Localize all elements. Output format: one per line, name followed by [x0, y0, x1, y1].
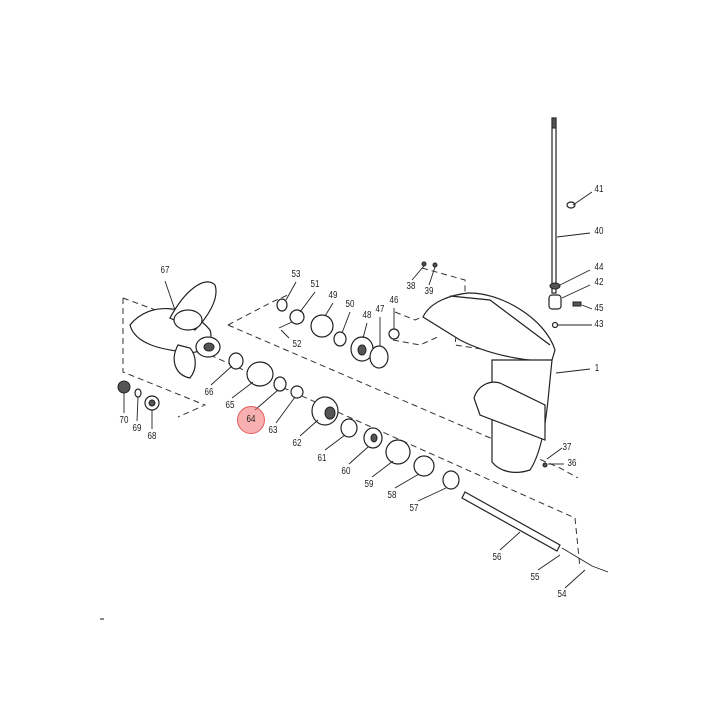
callout-part-36[interactable]: 36	[567, 458, 577, 469]
selected-part-highlight	[237, 406, 265, 434]
callout-part-49[interactable]: 49	[328, 290, 338, 301]
callout-part-59[interactable]: 59	[364, 479, 374, 490]
propshaft-components[interactable]	[228, 352, 460, 490]
callout-part-58[interactable]: 58	[387, 490, 397, 501]
callout-part-56[interactable]: 56	[492, 552, 502, 563]
stray-mark	[100, 618, 104, 620]
callout-part-68[interactable]: 68	[147, 431, 157, 442]
callout-part-54[interactable]: 54	[557, 589, 567, 600]
callout-part-41[interactable]: 41	[594, 184, 604, 195]
callout-part-43[interactable]: 43	[594, 319, 604, 330]
callout-part-38[interactable]: 38	[406, 281, 416, 292]
callout-part-69[interactable]: 69	[132, 423, 142, 434]
callout-part-64[interactable]: 64	[246, 414, 256, 425]
callout-part-45[interactable]: 45	[594, 303, 604, 314]
propeller-shaft[interactable]	[461, 491, 609, 573]
callout-part-67[interactable]: 67	[160, 265, 170, 276]
callout-part-40[interactable]: 40	[594, 226, 604, 237]
callout-part-37[interactable]: 37	[562, 442, 572, 453]
callout-part-44[interactable]: 44	[594, 262, 604, 273]
callout-part-66[interactable]: 66	[204, 387, 214, 398]
callout-part-50[interactable]: 50	[345, 299, 355, 310]
callout-part-51[interactable]: 51	[310, 279, 320, 290]
callout-part-53[interactable]: 53	[291, 269, 301, 280]
propeller-67[interactable]	[129, 281, 221, 379]
callout-part-62[interactable]: 62	[292, 438, 302, 449]
callout-part-70[interactable]: 70	[119, 415, 129, 426]
callout-part-52[interactable]: 52	[292, 339, 302, 350]
callout-part-42[interactable]: 42	[594, 277, 604, 288]
callout-part-39[interactable]: 39	[424, 286, 434, 297]
callout-part-63[interactable]: 63	[268, 425, 278, 436]
assembly-guide-lines	[122, 267, 581, 569]
callout-part-61[interactable]: 61	[317, 453, 327, 464]
gearcase-housing[interactable]	[422, 292, 556, 473]
callout-part-47[interactable]: 47	[375, 304, 385, 315]
callout-part-46[interactable]: 46	[389, 295, 399, 306]
callout-part-65[interactable]: 65	[225, 400, 235, 411]
pinion-components[interactable]	[276, 298, 400, 369]
leader-lines	[123, 191, 593, 589]
callout-part-60[interactable]: 60	[341, 466, 351, 477]
callout-part-1[interactable]: 1	[594, 363, 600, 374]
callout-part-55[interactable]: 55	[530, 572, 540, 583]
callout-part-57[interactable]: 57	[409, 503, 419, 514]
callout-part-48[interactable]: 48	[362, 310, 372, 321]
